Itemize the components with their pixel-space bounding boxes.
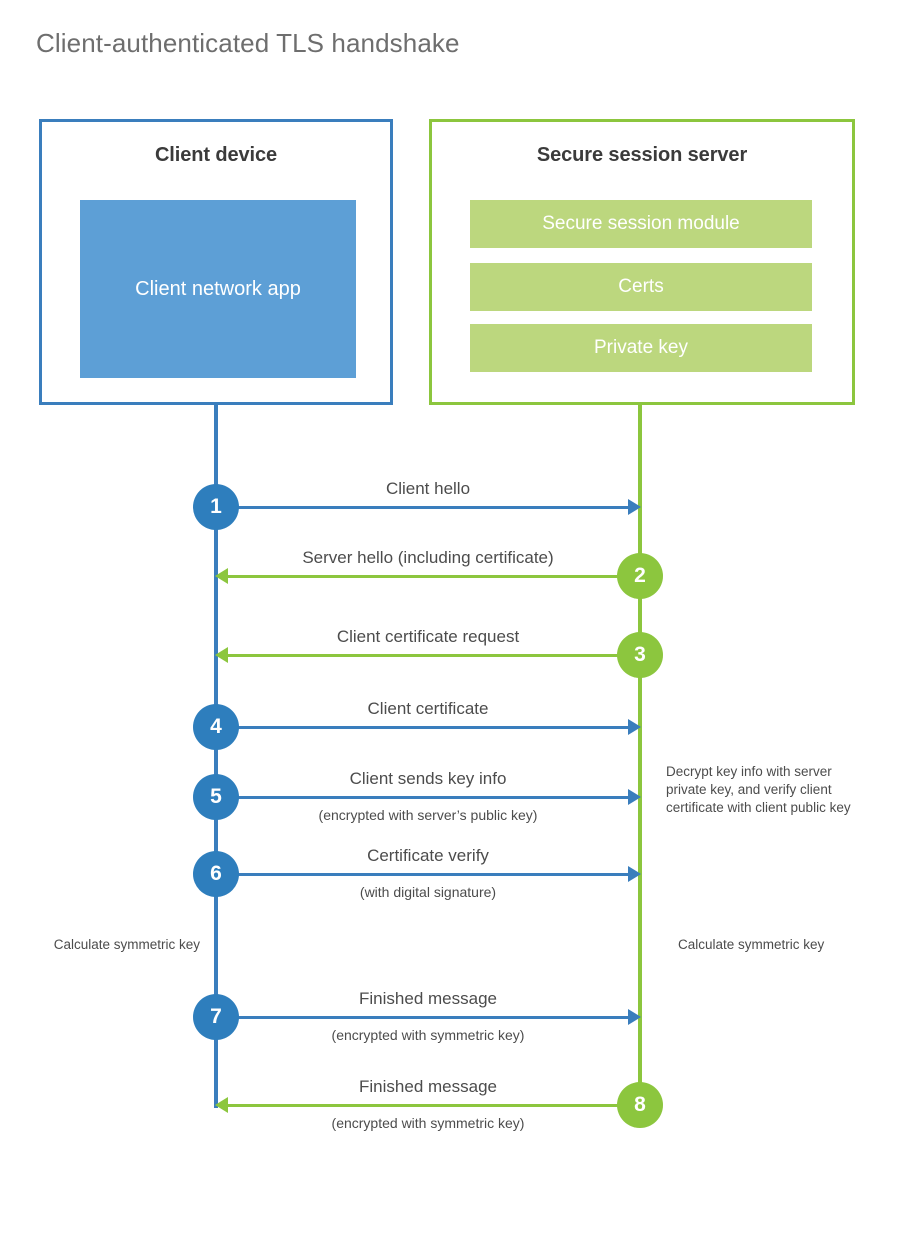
message-sublabel-6: (with digital signature) <box>359 884 497 900</box>
step-circle-7[interactable]: 7 <box>193 994 239 1040</box>
server-block-secure-session-module: Secure session module <box>470 200 812 248</box>
step-circle-3[interactable]: 3 <box>617 632 663 678</box>
message-arrow-line-2 <box>227 575 640 578</box>
message-arrow-head-1 <box>628 499 641 515</box>
message-arrow-line-1 <box>216 506 629 509</box>
step-circle-2[interactable]: 2 <box>617 553 663 599</box>
message-label-6: Certificate verify <box>367 846 489 865</box>
server-block-certs: Certs <box>470 263 812 311</box>
client-network-app-label: Client network app <box>135 278 301 300</box>
participant-client-device: Client device Client network app <box>39 119 393 405</box>
step-circle-5[interactable]: 5 <box>193 774 239 820</box>
page-title: Client-authenticated TLS handshake <box>36 28 460 58</box>
annotation-client-calculate-symmetric-key: Calculate symmetric key <box>53 937 200 952</box>
step-circle-6[interactable]: 6 <box>193 851 239 897</box>
step-circle-1[interactable]: 1 <box>193 484 239 530</box>
message-arrow-line-4 <box>216 726 629 729</box>
annotation-server-decrypt: Decrypt key info with server private key… <box>666 764 851 815</box>
secure-session-server-title: Secure session server <box>536 144 748 166</box>
message-label-5: Client sends key info <box>349 769 507 788</box>
message-arrow-head-4 <box>628 719 641 735</box>
message-label-2: Server hello (including certificate) <box>302 548 554 567</box>
message-arrow-head-8 <box>215 1097 228 1113</box>
message-arrow-head-2 <box>215 568 228 584</box>
message-sublabel-7: (encrypted with symmetric key) <box>331 1027 525 1043</box>
message-label-7: Finished message <box>359 989 497 1008</box>
message-arrow-head-3 <box>215 647 228 663</box>
message-arrow-line-3 <box>227 654 640 657</box>
participant-secure-session-server: Secure session server Secure session mod… <box>429 119 855 405</box>
message-arrow-line-5 <box>216 796 629 799</box>
message-arrow-head-5 <box>628 789 641 805</box>
message-arrow-line-6 <box>216 873 629 876</box>
step-circle-4[interactable]: 4 <box>193 704 239 750</box>
message-arrow-head-7 <box>628 1009 641 1025</box>
annotation-server-calculate-symmetric-key: Calculate symmetric key <box>678 937 825 952</box>
message-label-1: Client hello <box>385 479 471 498</box>
message-label-8: Finished message <box>359 1077 497 1096</box>
message-arrow-line-8 <box>227 1104 640 1107</box>
client-lifeline <box>214 402 218 1108</box>
server-block-private-key: Private key <box>470 324 812 372</box>
message-arrow-head-6 <box>628 866 641 882</box>
client-device-title: Client device <box>154 144 278 166</box>
message-label-3: Client certificate request <box>336 627 520 646</box>
server-lifeline <box>638 402 642 1106</box>
step-circle-8[interactable]: 8 <box>617 1082 663 1128</box>
message-label-4: Client certificate <box>367 699 489 718</box>
client-network-app-block: Client network app <box>80 200 356 378</box>
message-sublabel-5: (encrypted with server’s public key) <box>318 807 538 823</box>
message-sublabel-8: (encrypted with symmetric key) <box>331 1115 525 1131</box>
message-arrow-line-7 <box>216 1016 629 1019</box>
